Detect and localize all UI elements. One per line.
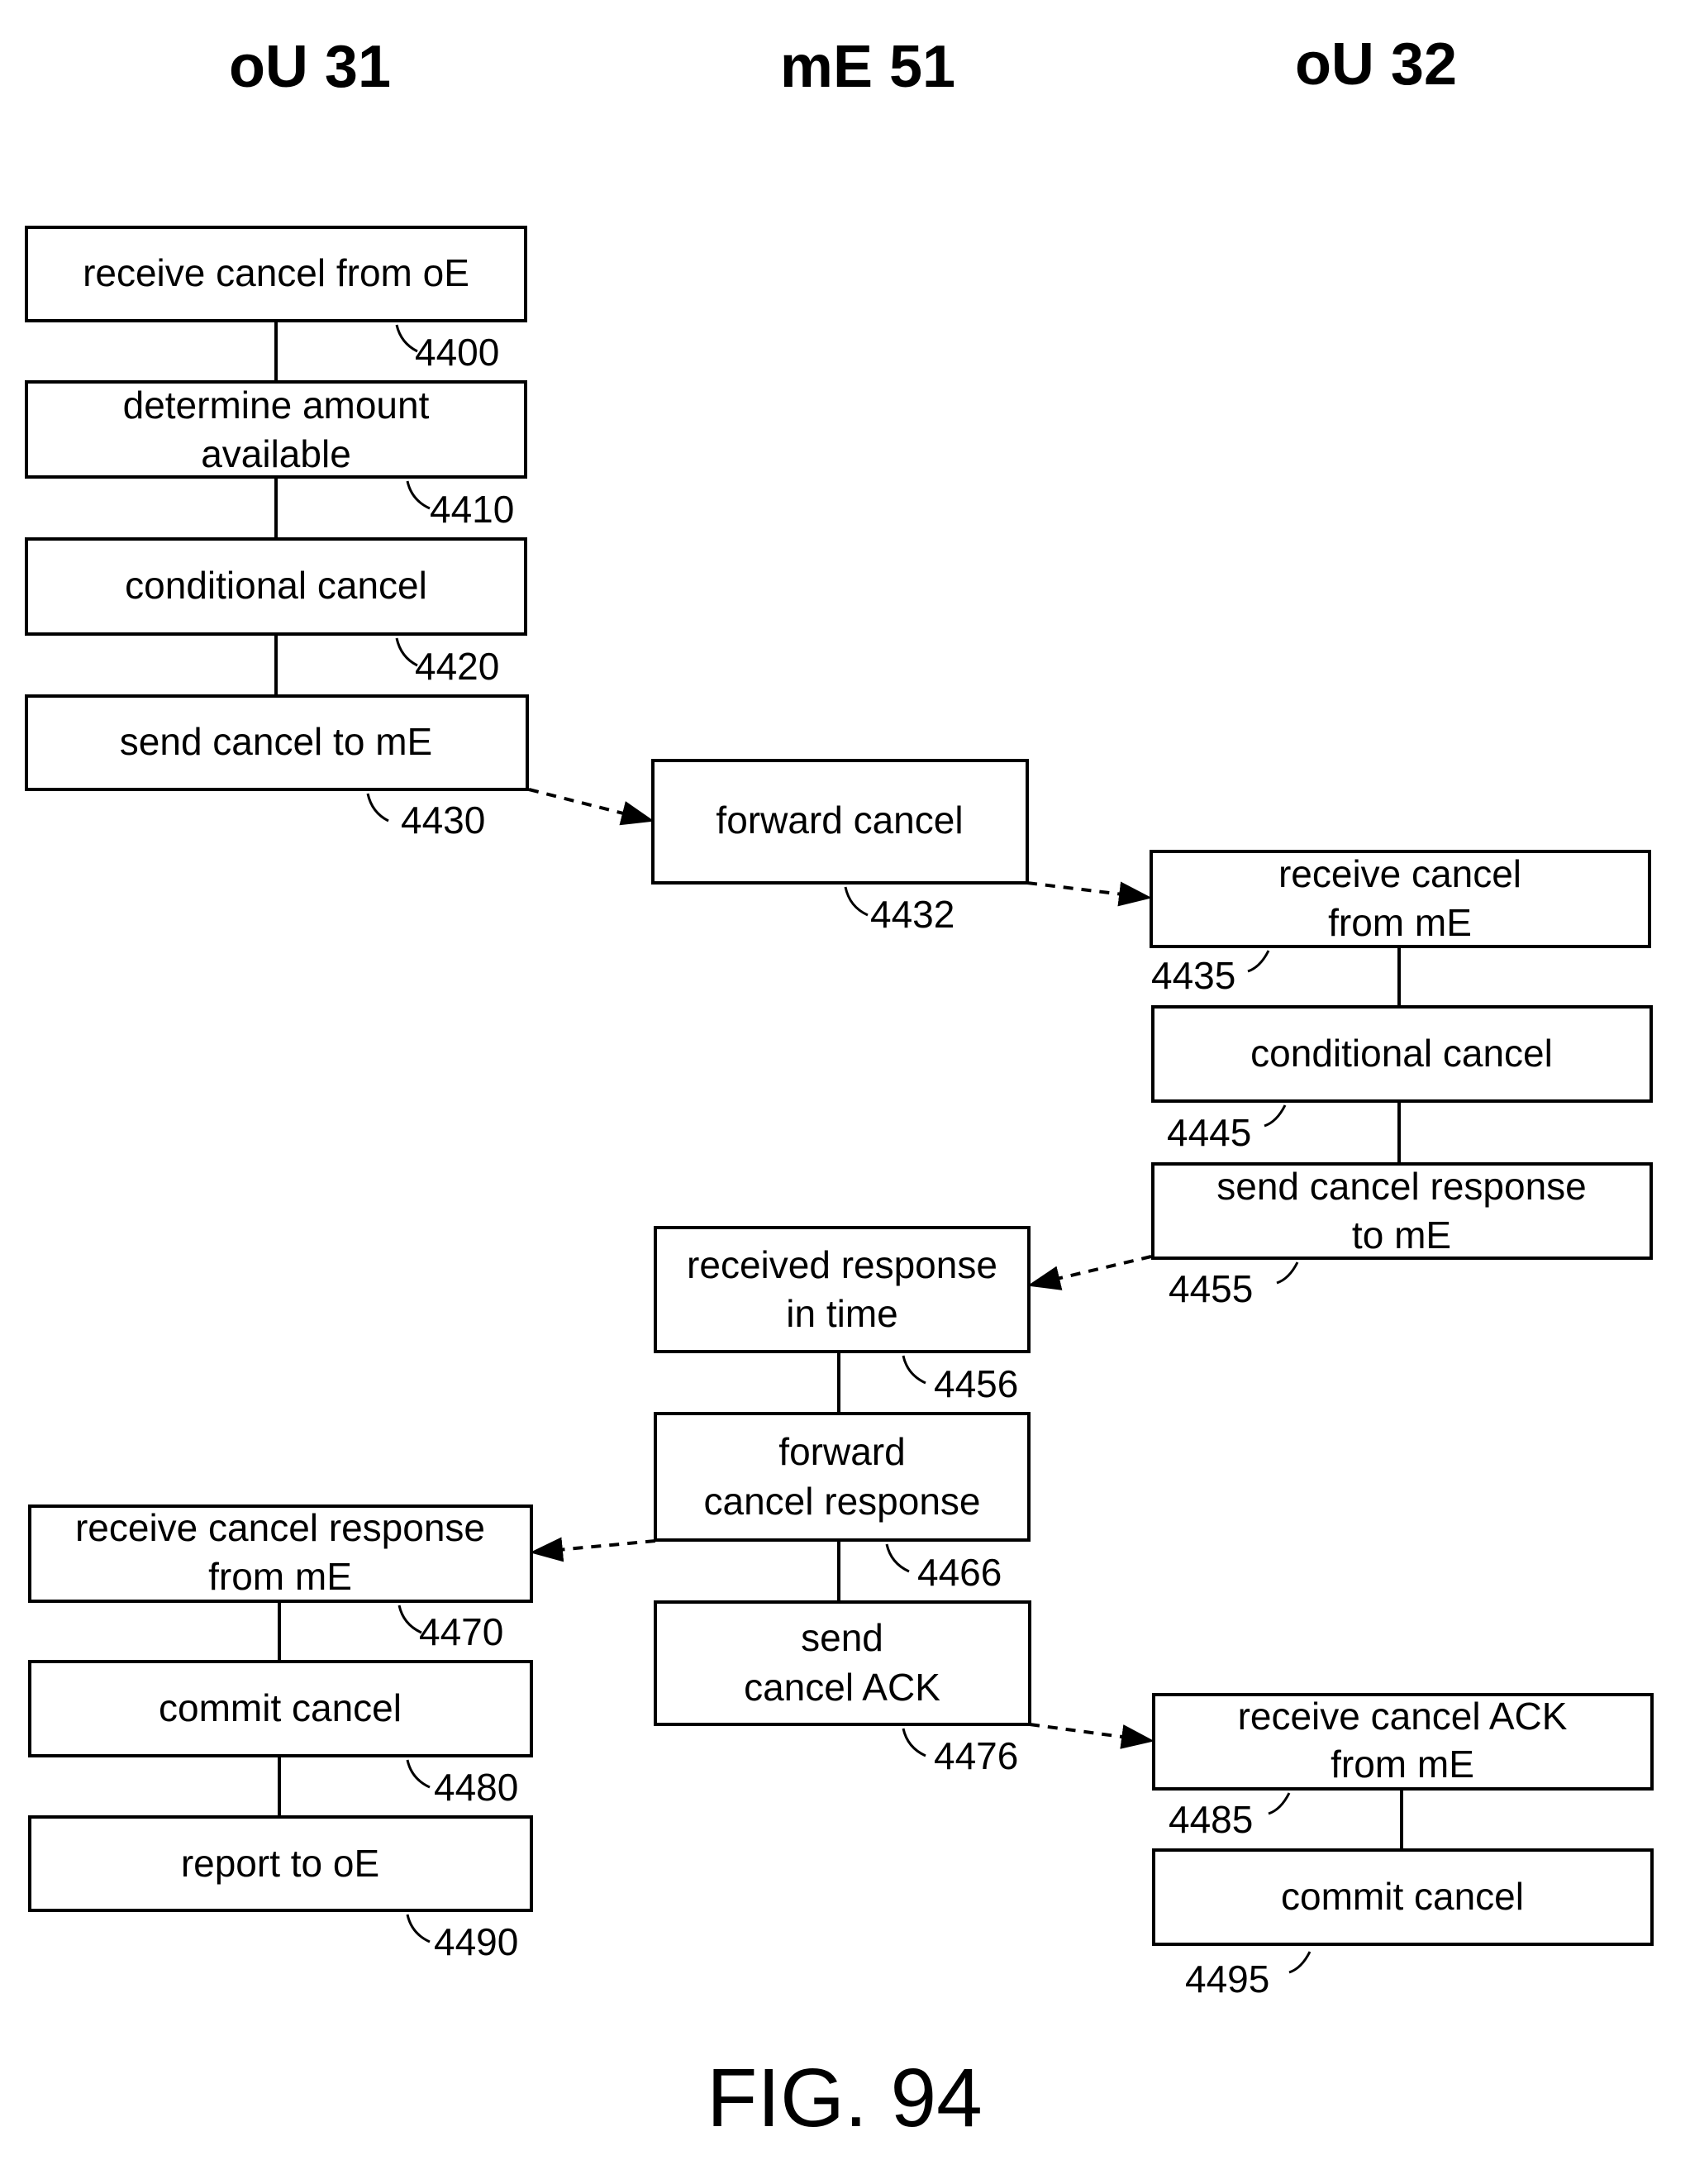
step-label-4470-line2: from mE bbox=[208, 1555, 352, 1598]
leader-4480 bbox=[407, 1760, 430, 1787]
step-label-4430: send cancel to mE bbox=[120, 720, 432, 763]
step-box-4480: commit cancel bbox=[30, 1662, 531, 1756]
leader-4430 bbox=[368, 794, 388, 821]
step-label-4485-line2: from mE bbox=[1331, 1743, 1474, 1786]
step-box-4400: receive cancel from oE bbox=[26, 227, 526, 321]
leader-4490 bbox=[407, 1915, 430, 1942]
step-box-4485: receive cancel ACK from mE bbox=[1154, 1695, 1652, 1789]
leader-4495 bbox=[1289, 1952, 1310, 1972]
step-label-4435-line1: receive cancel bbox=[1278, 852, 1521, 895]
step-label-4455-line1: send cancel response bbox=[1216, 1165, 1587, 1208]
ref-number-4400: 4400 bbox=[415, 331, 499, 374]
ref-number-4466: 4466 bbox=[917, 1551, 1002, 1594]
step-label-4476-line2: cancel ACK bbox=[744, 1666, 940, 1709]
column-header-me51: mE 51 bbox=[780, 34, 955, 100]
step-box-4466: forward cancel response bbox=[655, 1414, 1029, 1540]
step-box-4410: determine amount available bbox=[26, 382, 526, 477]
step-label-4476-line1: send bbox=[801, 1616, 883, 1659]
step-box-4490: report to oE bbox=[30, 1817, 531, 1910]
column-header-ou32: oU 32 bbox=[1295, 31, 1457, 98]
step-box-4430: send cancel to mE bbox=[26, 696, 527, 789]
step-label-4410-line1: determine amount bbox=[123, 384, 430, 427]
leader-4476 bbox=[903, 1729, 926, 1756]
leader-4445 bbox=[1264, 1105, 1285, 1126]
ref-number-4456: 4456 bbox=[934, 1362, 1018, 1405]
figure-label: FIG. 94 bbox=[707, 2052, 982, 2144]
leader-4435 bbox=[1248, 951, 1269, 971]
step-label-4485-line1: receive cancel ACK bbox=[1238, 1695, 1568, 1738]
step-box-4420: conditional cancel bbox=[26, 539, 526, 634]
step-box-4456: received response in time bbox=[655, 1228, 1029, 1352]
column-header-ou31: oU 31 bbox=[229, 34, 391, 100]
leader-4456 bbox=[903, 1356, 926, 1383]
arrow-4430-to-4432 bbox=[529, 789, 653, 821]
step-box-4470: receive cancel response from mE bbox=[30, 1506, 531, 1601]
ref-number-4435: 4435 bbox=[1151, 954, 1235, 997]
leader-4470 bbox=[399, 1605, 421, 1633]
step-label-4435-line2: from mE bbox=[1328, 901, 1472, 944]
leader-4466 bbox=[887, 1544, 909, 1571]
ref-number-4410: 4410 bbox=[430, 488, 514, 531]
step-box-4435: receive cancel from mE bbox=[1151, 851, 1650, 947]
step-box-4455: send cancel response to mE bbox=[1153, 1164, 1651, 1258]
step-label-4445: conditional cancel bbox=[1250, 1032, 1553, 1075]
ref-number-4476: 4476 bbox=[934, 1734, 1018, 1777]
ref-number-4480: 4480 bbox=[434, 1766, 518, 1809]
arrow-4432-to-4435 bbox=[1027, 883, 1150, 898]
step-box-4495: commit cancel bbox=[1154, 1850, 1652, 1944]
step-label-4455-line2: to mE bbox=[1352, 1214, 1451, 1257]
ref-number-4495: 4495 bbox=[1185, 1957, 1269, 2000]
step-label-4456-line2: in time bbox=[786, 1292, 897, 1335]
step-label-4400: receive cancel from oE bbox=[83, 251, 469, 294]
leader-4432 bbox=[845, 887, 868, 915]
step-label-4466-line1: forward bbox=[778, 1430, 905, 1473]
arrow-4466-to-4470 bbox=[531, 1541, 655, 1552]
ref-number-4455: 4455 bbox=[1169, 1267, 1253, 1310]
leader-4485 bbox=[1269, 1793, 1289, 1814]
step-label-4456-line1: received response bbox=[687, 1243, 997, 1286]
step-label-4495: commit cancel bbox=[1281, 1875, 1524, 1918]
step-label-4420: conditional cancel bbox=[125, 564, 427, 607]
step-box-4476: send cancel ACK bbox=[655, 1602, 1030, 1724]
ref-number-4432: 4432 bbox=[870, 893, 954, 936]
leader-4455 bbox=[1277, 1262, 1297, 1283]
step-label-4410-line2: available bbox=[201, 432, 351, 475]
arrow-4455-to-4456 bbox=[1029, 1257, 1151, 1285]
ref-number-4485: 4485 bbox=[1169, 1798, 1253, 1841]
step-label-4470-line1: receive cancel response bbox=[75, 1506, 485, 1549]
step-label-4466-line2: cancel response bbox=[704, 1480, 981, 1523]
ref-number-4490: 4490 bbox=[434, 1920, 518, 1963]
ref-number-4470: 4470 bbox=[419, 1610, 503, 1653]
ref-number-4445: 4445 bbox=[1167, 1111, 1251, 1154]
ref-number-4420: 4420 bbox=[415, 645, 499, 688]
ref-number-4430: 4430 bbox=[401, 799, 485, 842]
step-label-4490: report to oE bbox=[181, 1842, 379, 1885]
step-box-4445: conditional cancel bbox=[1153, 1007, 1651, 1101]
arrow-4476-to-4485 bbox=[1030, 1724, 1153, 1741]
step-box-4432: forward cancel bbox=[653, 761, 1027, 883]
step-label-4432: forward cancel bbox=[716, 799, 963, 842]
step-label-4480: commit cancel bbox=[159, 1686, 402, 1729]
leader-4410 bbox=[407, 481, 430, 508]
